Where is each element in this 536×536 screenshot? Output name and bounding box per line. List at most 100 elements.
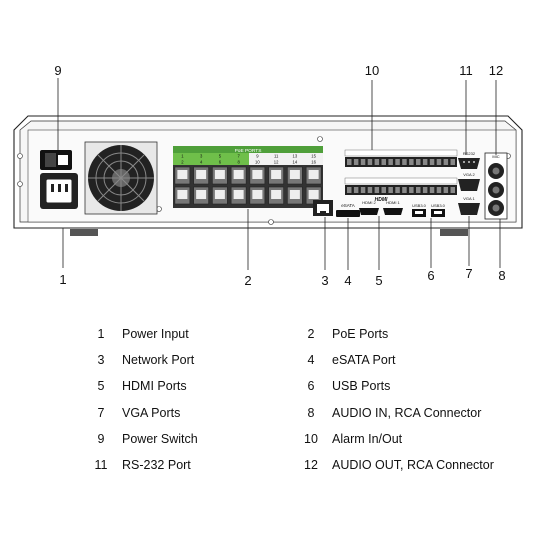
poe-port-number: 9 [256, 154, 259, 159]
poe-port-number: 4 [200, 159, 203, 164]
poe-port-number: 10 [255, 159, 260, 164]
alarm-terminal-pin [436, 187, 442, 193]
alarm-terminal-pin [381, 159, 386, 165]
alarm-terminal-pin [443, 187, 449, 193]
legend-label: RS-232 Port [122, 458, 191, 472]
rs232-port: RS232 [458, 151, 480, 169]
legend-number: 5 [97, 379, 105, 394]
poe-port-opening [214, 190, 225, 199]
poe-port-number: 12 [274, 159, 279, 164]
legend-number: 12 [304, 458, 318, 472]
callout-4: 4 [344, 273, 351, 288]
alarm-terminal-pin [367, 187, 373, 193]
callout-11: 11 [459, 63, 473, 78]
poe-port-opening [289, 170, 300, 179]
legend-label: Network Port [122, 353, 195, 368]
alarm-terminal-pin [395, 187, 400, 193]
legend-number: 3 [97, 353, 105, 368]
legend-label: AUDIO OUT, RCA Connector [332, 458, 494, 472]
alarm-terminal-pin [353, 159, 359, 165]
callout-6: 6 [427, 268, 434, 283]
poe-port-opening [271, 190, 282, 199]
callout-2: 2 [244, 273, 251, 288]
esata-port: eSATA [336, 203, 360, 217]
poe-port-number: 5 [219, 154, 222, 159]
poe-port-opening [252, 190, 263, 199]
fan-icon [84, 141, 158, 215]
callout-1: 1 [59, 272, 66, 287]
poe-port-number: 16 [311, 159, 316, 164]
alarm-terminal-pin [347, 187, 352, 193]
poe-port-number: 15 [311, 154, 316, 159]
rs232-label: RS232 [463, 151, 476, 156]
mic-label: MIC [492, 154, 499, 159]
callout-numbers: 9 1 2 3 4 5 6 7 8 10 11 12 [54, 63, 505, 288]
legend-number: 9 [97, 431, 105, 446]
poe-header-bar [173, 146, 323, 153]
alarm-terminal-pin [360, 159, 366, 165]
alarm-terminal-pin [409, 159, 414, 165]
alarm-terminal-pin [436, 159, 442, 165]
poe-port-opening [308, 170, 319, 179]
poe-port-opening [289, 190, 300, 199]
usb-ports: USB3.0 USB3.0 [412, 203, 446, 217]
poe-port-opening [233, 190, 244, 199]
alarm-terminal-pin [374, 159, 380, 165]
svg-text:HDMI: HDMI [375, 197, 388, 203]
power-switch [40, 150, 72, 170]
alarm-terminal-pin [367, 159, 373, 165]
esata-label: eSATA [341, 203, 355, 208]
alarm-terminal-pin [388, 187, 393, 193]
usb-label-2: USB3.0 [431, 203, 446, 208]
callout-leader-lines [57, 78, 501, 270]
poe-port-number: 11 [274, 154, 279, 159]
poe-port-number: 14 [293, 159, 298, 164]
usb-label-1: USB3.0 [412, 203, 427, 208]
callout-12: 12 [489, 63, 503, 78]
alarm-terminal-pin [381, 187, 386, 193]
hdmi-ports: HDMI 2 HDMI 1 HDMI [359, 197, 403, 215]
legend-number: 1 [97, 327, 105, 341]
legend-number: 6 [307, 379, 315, 394]
audio-rca-connectors: MIC [484, 152, 508, 220]
poe-port-opening [271, 170, 282, 179]
legend-label: AUDIO IN, RCA Connector [332, 405, 482, 420]
alarm-terminal-pin [395, 159, 400, 165]
hdmi-label-1: HDMI 1 [386, 200, 400, 205]
callout-3: 3 [321, 273, 328, 288]
callout-7: 7 [465, 266, 472, 281]
legend-label: PoE Ports [332, 327, 389, 341]
poe-port-number: 3 [200, 154, 203, 159]
callout-5: 5 [375, 273, 382, 288]
alarm-terminal-pin [388, 159, 393, 165]
vga-label-1: VGA 1 [463, 196, 475, 201]
alarm-terminal-pin [443, 159, 449, 165]
legend-number: 8 [307, 405, 315, 420]
poe-port-number: 7 [237, 154, 240, 159]
alarm-terminal-pin [360, 187, 366, 193]
alarm-terminal-pin [374, 187, 380, 193]
alarm-terminal-pin [402, 187, 407, 193]
callout-9: 9 [54, 63, 61, 78]
alarm-terminal-pin [429, 187, 435, 193]
poe-port-number: 13 [293, 154, 298, 159]
alarm-terminal-pin [450, 159, 455, 165]
legend-label: VGA Ports [122, 405, 181, 420]
power-input [40, 173, 78, 209]
alarm-terminal-pin [422, 159, 428, 165]
poe-port-opening [177, 190, 188, 199]
poe-port-opening [196, 190, 207, 199]
alarm-terminal-pin [402, 159, 407, 165]
legend-number: 10 [304, 431, 318, 446]
alarm-terminal-pin [429, 159, 435, 165]
legend-label: USB Ports [332, 379, 391, 394]
legend-label: Power Input [122, 327, 189, 341]
alarm-io [344, 149, 458, 195]
callout-8: 8 [498, 268, 505, 283]
alarm-terminal-pin [450, 187, 455, 193]
alarm-terminal-pin [409, 187, 414, 193]
alarm-terminal-pin [347, 159, 352, 165]
